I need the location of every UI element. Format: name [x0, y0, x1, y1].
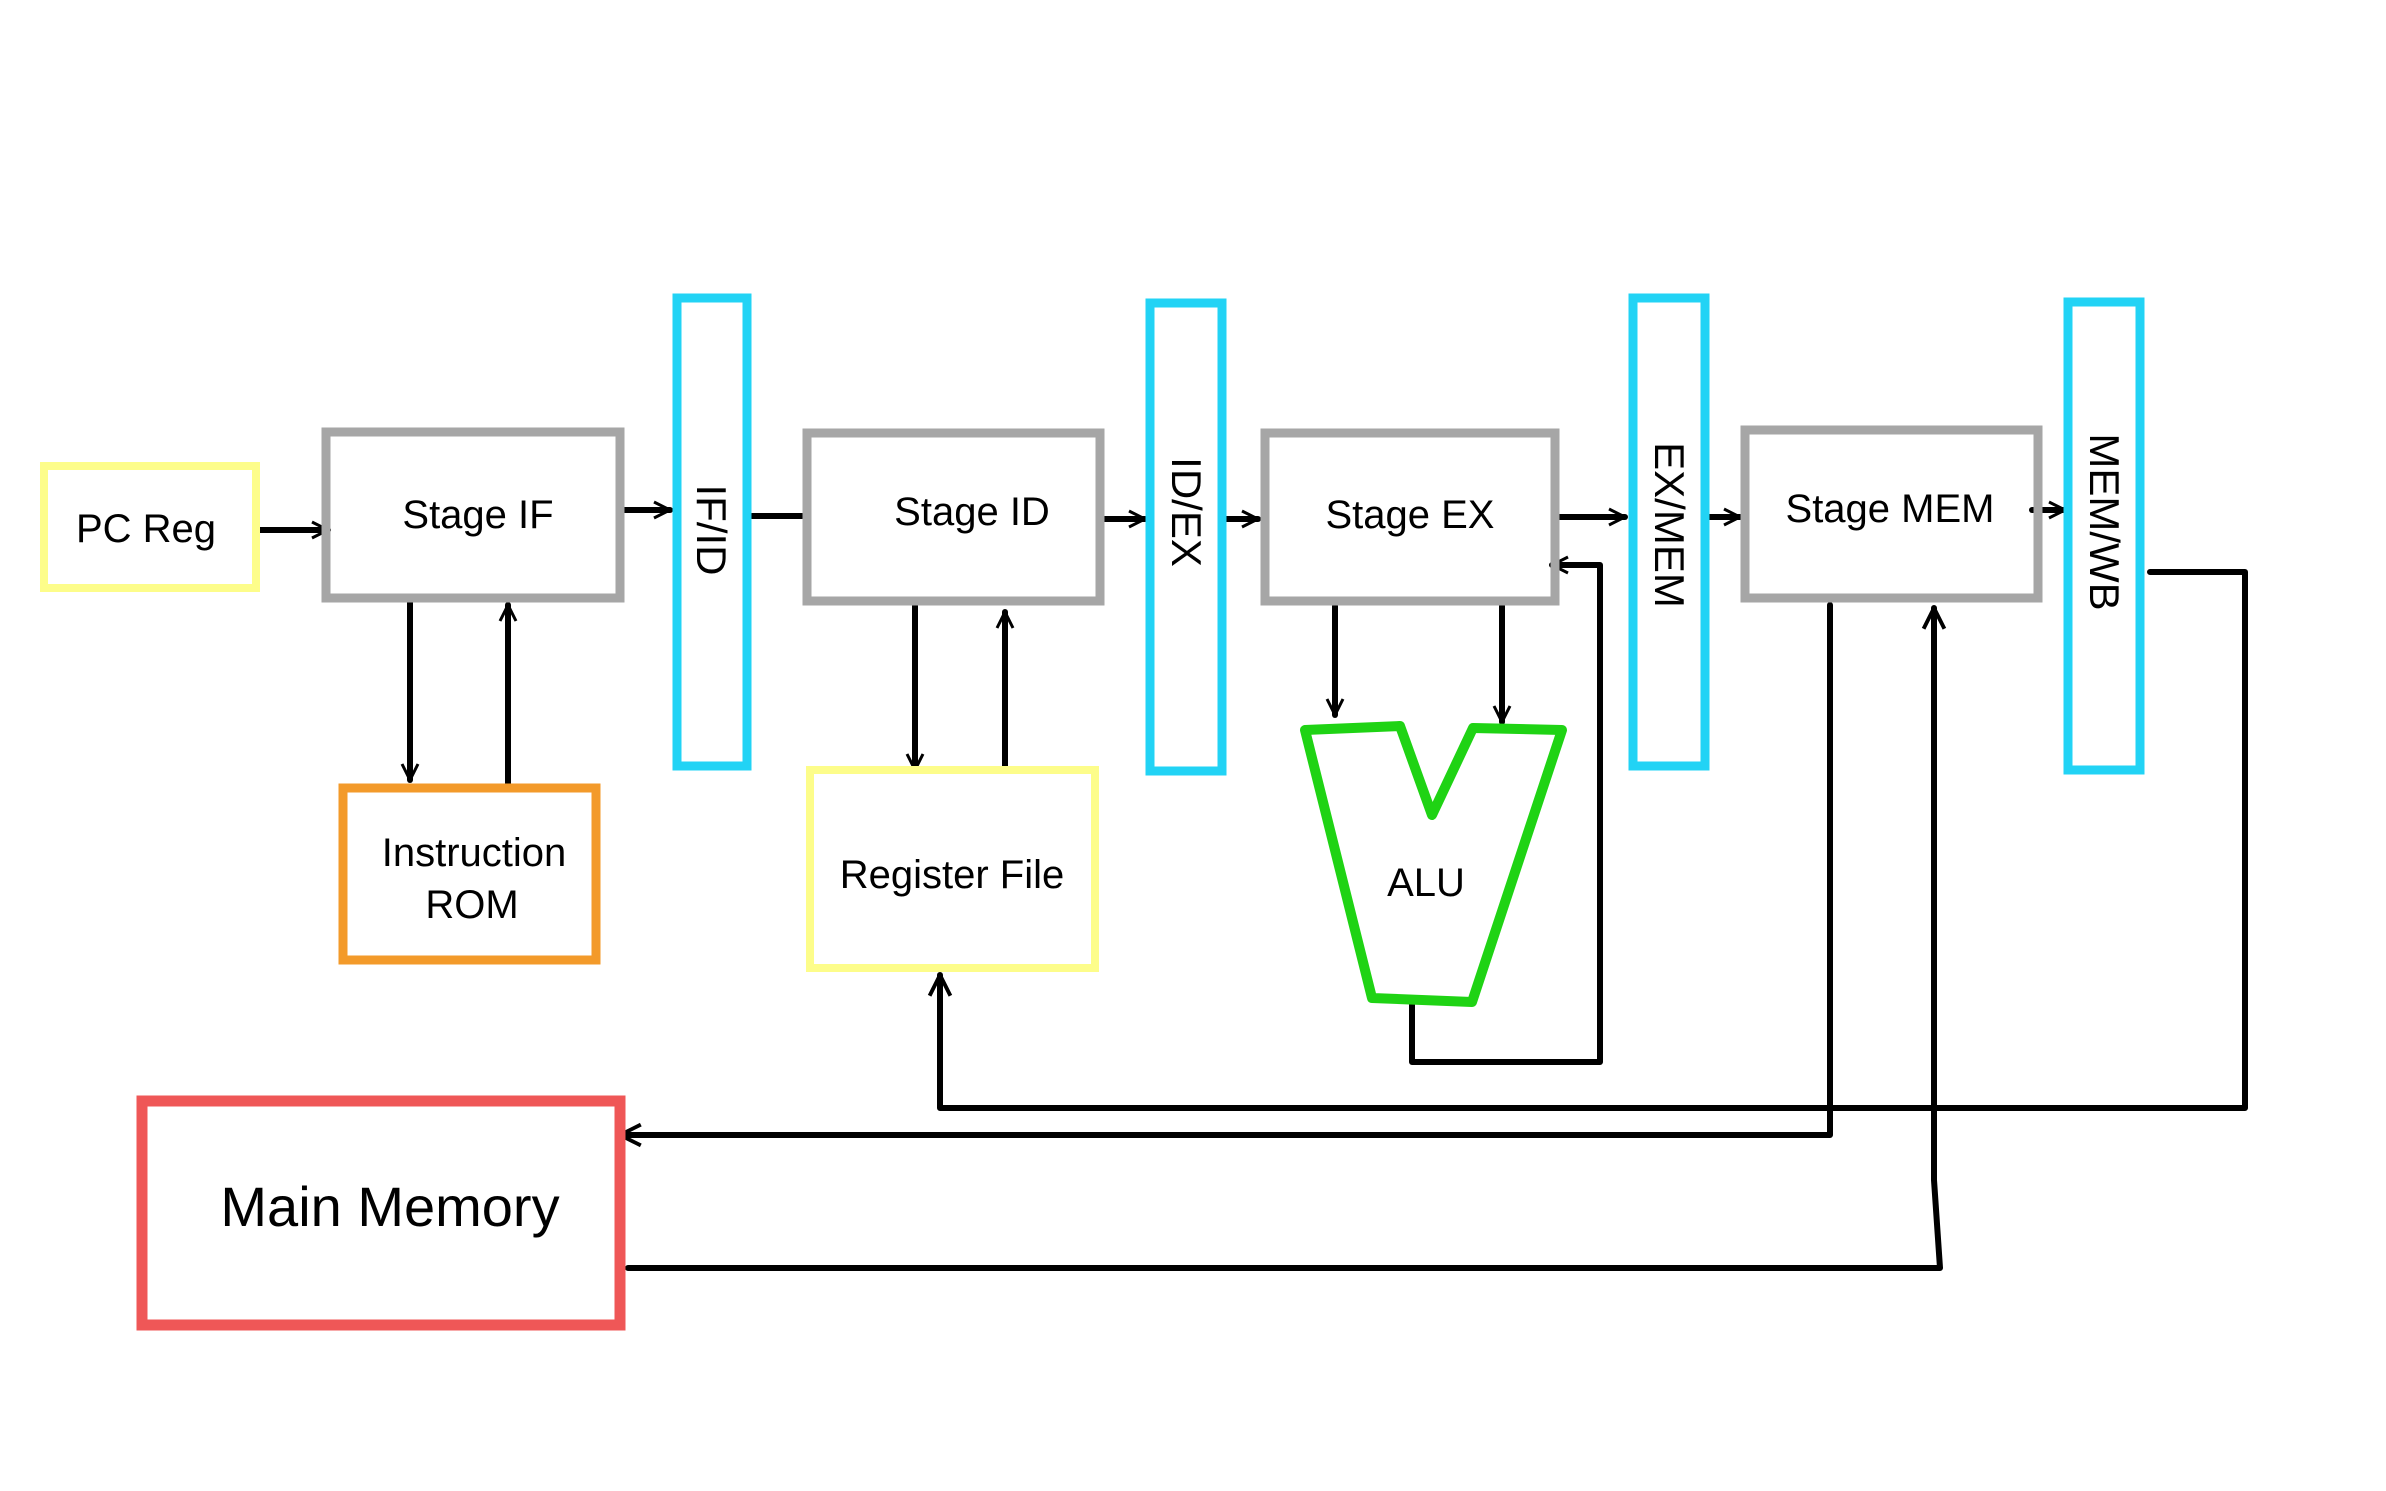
pc-reg-box — [40, 462, 260, 592]
pc-reg-label: PC Reg — [76, 507, 216, 551]
alu-block: ALU — [1300, 721, 1567, 1007]
alu-shape — [1300, 721, 1567, 1007]
stage-id-label: Stage ID — [894, 490, 1050, 534]
pc-reg-block: PC Reg — [40, 462, 260, 592]
stage-ex-block: Stage EX — [1260, 428, 1560, 606]
main-memory-box — [136, 1095, 626, 1331]
mem-wb-bar — [2063, 297, 2145, 775]
stage-id-block: Stage ID — [802, 428, 1105, 606]
pipeline-register-id-ex: ID/EX — [1145, 298, 1227, 776]
stage-if-label: Stage IF — [402, 493, 553, 537]
instruction-rom-box — [338, 783, 601, 965]
id-ex-label: ID/EX — [1163, 457, 1210, 567]
ex-mem-label: EX/MEM — [1646, 442, 1693, 608]
instruction-rom-label-line2: ROM — [425, 883, 518, 927]
stage-ex-label: Stage EX — [1325, 493, 1494, 537]
stage-if-box — [321, 427, 625, 603]
main-memory-label: Main Memory — [220, 1175, 559, 1238]
id-ex-bar — [1145, 298, 1227, 776]
alu-label: ALU — [1387, 861, 1465, 905]
if-id-label: IF/ID — [688, 485, 735, 576]
stage-mem-label: Stage MEM — [1786, 487, 1995, 531]
if-id-bar — [672, 293, 752, 771]
wire-mem-to-mainmem — [617, 602, 1833, 1135]
register-file-box — [806, 766, 1099, 972]
stage-ex-box — [1260, 428, 1560, 606]
pipeline-register-mem-wb: MEM/WB — [2063, 297, 2145, 775]
instruction-rom-label-line1: Instruction — [382, 831, 567, 875]
register-file-block: Register File — [806, 766, 1099, 972]
stage-id-box — [802, 428, 1105, 606]
pipeline-register-if-id: IF/ID — [672, 293, 752, 771]
register-file-label: Register File — [840, 853, 1065, 897]
wire-memwb-to-regfile — [940, 569, 2248, 1111]
instruction-rom-block: Instruction ROM — [338, 783, 601, 965]
wire-mainmem-to-mem — [625, 605, 1940, 1271]
pipeline-register-ex-mem: EX/MEM — [1628, 293, 1710, 771]
ex-mem-bar — [1628, 293, 1710, 771]
wires — [257, 510, 2248, 1271]
stage-if-block: Stage IF — [321, 427, 625, 603]
wire-alu-to-ex — [1409, 565, 1603, 1065]
stage-mem-block: Stage MEM — [1740, 425, 2043, 603]
stage-mem-box — [1740, 425, 2043, 603]
main-memory-block: Main Memory — [136, 1095, 626, 1331]
mem-wb-label: MEM/WB — [2081, 433, 2128, 610]
